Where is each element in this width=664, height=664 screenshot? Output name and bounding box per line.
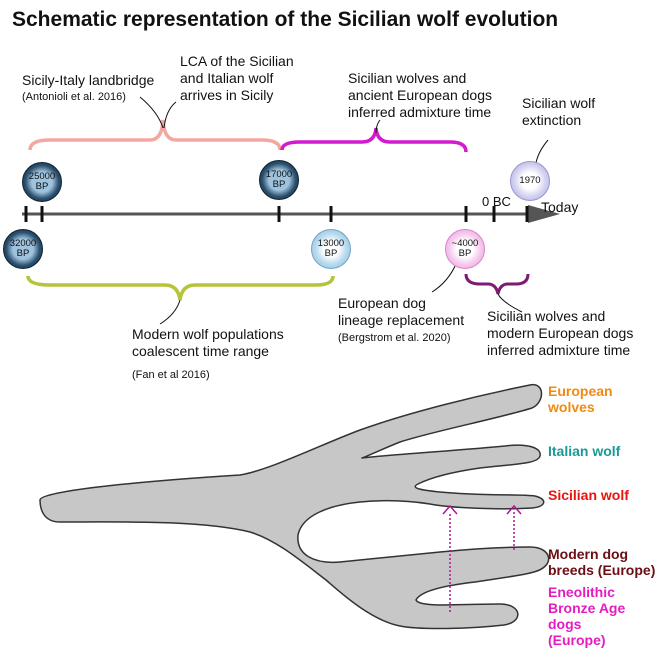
connector-coalescent [159, 299, 181, 325]
date-circle-32000: 32000 BP [3, 229, 43, 269]
date-circle-25000: 25000 BP [22, 162, 62, 202]
connector-modern-admixture [497, 293, 523, 313]
branch-label-modern-dogs: Modern dog breeds (Europe) [548, 546, 656, 578]
date-circle-1970: 1970 [510, 161, 550, 201]
connector-lines [139, 96, 549, 325]
zero-bc-label: 0 BC [482, 194, 511, 209]
today-label: Today [541, 199, 579, 215]
branch-label-sicilian-wolf: Sicilian wolf [548, 487, 629, 503]
gene-flow-arrowhead-eneolithic [442, 504, 458, 515]
modern-admixture-brace [464, 273, 530, 295]
replacement-reference: (Bergstrom et al. 2020) [338, 332, 451, 344]
connector-lca [163, 101, 177, 129]
landbridge-reference: (Antonioli et al. 2016) [22, 91, 126, 103]
branch-label-italian-wolf: Italian wolf [548, 443, 621, 459]
connector-ancient-admixture [375, 119, 381, 134]
gene-flow-arrows [449, 512, 515, 612]
gene-flow-arrowhead-modern [506, 504, 522, 515]
connector-extinction [535, 139, 549, 164]
replacement-label: European dog lineage replacement [338, 295, 465, 328]
ancient-admixture-label: Sicilian wolves and ancient European dog… [348, 70, 492, 120]
connector-replacement [431, 263, 457, 293]
ancient-admixture-brace [280, 127, 468, 153]
coalescent-reference: (Fan et al 2016) [132, 369, 210, 381]
tree-body [39, 384, 550, 630]
coalescent-label: Modern wolf populations coalescent time … [132, 326, 284, 359]
timeline-arrowhead [528, 205, 560, 223]
page-title: Schematic representation of the Sicilian… [12, 8, 559, 31]
date-circle-13000-label: 13000 BP [317, 238, 345, 259]
coalescent-brace [26, 275, 335, 301]
date-circle-13000: 13000 BP [311, 229, 351, 269]
date-circle-17000: 17000 BP [259, 160, 299, 200]
branch-label-european-wolves: European wolves [548, 383, 613, 415]
modern-admixture-label: Sicilian wolves and modern European dogs… [487, 308, 634, 358]
date-circle-4000-label: ~4000 BP [451, 238, 479, 259]
lca-label: LCA of the Sicilian and Italian wolf arr… [180, 53, 294, 103]
extinction-label: Sicilian wolf extinction [522, 95, 596, 128]
branch-label-eneolithic-dogs: Eneolithic Bronze Age dogs (Europe) [548, 584, 626, 648]
phylogeny-tree [39, 384, 550, 630]
landbridge-lca-brace [28, 119, 282, 151]
date-circle-4000: ~4000 BP [445, 229, 485, 269]
connector-landbridge [139, 96, 164, 129]
timeline-ticks [24, 206, 529, 222]
date-circle-32000-label: 32000 BP [9, 238, 37, 259]
date-circle-25000-label: 25000 BP [28, 171, 56, 192]
date-circle-17000-label: 17000 BP [265, 169, 293, 190]
date-circle-1970-label: 1970 [519, 175, 541, 186]
landbridge-label: Sicily-Italy landbridge [22, 72, 155, 88]
